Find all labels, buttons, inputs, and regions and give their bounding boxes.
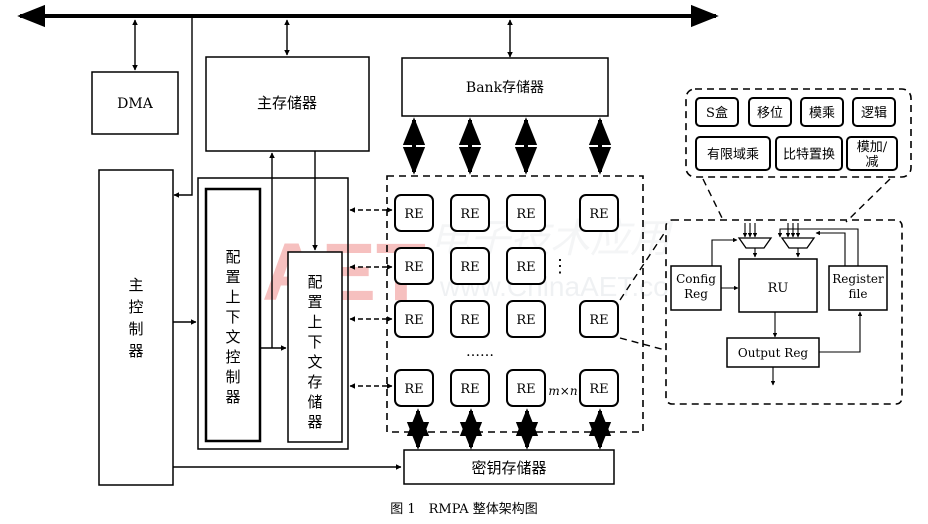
re-cell: RE	[394, 369, 434, 407]
main-controller-block	[98, 169, 174, 486]
re-cell-label: RE	[589, 313, 608, 328]
re-cell-label: RE	[460, 207, 479, 222]
config-memory-block	[287, 251, 343, 443]
function-unit: 模加/减	[846, 136, 898, 171]
re-detail-frame	[665, 219, 903, 405]
function-unit: 移位	[748, 97, 792, 127]
re-cell: RE	[579, 369, 619, 407]
mux-left	[737, 237, 773, 249]
re-cell: RE	[579, 300, 619, 338]
re-cell: RE	[506, 194, 546, 232]
re-cell-label: RE	[516, 313, 535, 328]
bank-memory-label: Bank存储器	[466, 80, 544, 96]
config-memory-label: 配置上下文存储器	[307, 273, 322, 431]
re-array-frame	[386, 175, 644, 433]
function-units-frame	[685, 88, 912, 178]
re-cell-label: RE	[404, 207, 423, 222]
re-cell: RE	[394, 300, 434, 338]
re-cell: RE	[394, 247, 434, 285]
re-cell-label: RE	[460, 382, 479, 397]
output-reg-label: Output Reg	[738, 346, 809, 360]
re-cell-label: RE	[516, 382, 535, 397]
re-cell-label: RE	[589, 207, 608, 222]
config-controller-label: 配置上下文控制器	[225, 248, 240, 406]
function-unit: S盒	[695, 97, 739, 127]
re-cell: RE	[506, 300, 546, 338]
array-size-label: m×n	[548, 384, 577, 398]
bank-memory-block	[401, 57, 609, 117]
ru-block	[738, 258, 818, 313]
main-memory-block	[205, 56, 370, 152]
re-cell: RE	[506, 247, 546, 285]
key-memory-label: 密钥存储器	[471, 459, 546, 477]
re-cell-label: RE	[460, 313, 479, 328]
function-unit-label: 模乘	[809, 106, 835, 121]
bank-array-links	[402, 117, 612, 175]
re-cell-label: RE	[589, 382, 608, 397]
function-unit: 比特置换	[775, 136, 843, 171]
figure-caption: 图 1 RMPA 整体架构图	[390, 502, 538, 517]
re-cell-label: RE	[404, 382, 423, 397]
function-unit-label: 比特置换	[783, 148, 835, 163]
function-unit-label: S盒	[706, 105, 728, 121]
key-array-links	[406, 408, 612, 450]
function-unit: 有限域乘	[695, 136, 771, 171]
function-unit-label: 移位	[757, 106, 783, 121]
function-unit-label: 逻辑	[861, 106, 887, 121]
re-cell: RE	[450, 247, 490, 285]
main-memory-label: 主存储器	[257, 94, 317, 112]
re-cell-label: RE	[516, 260, 535, 275]
dma-label: DMA	[117, 96, 154, 112]
config-frame	[197, 177, 349, 450]
re-grid: RE RE RE RE RE RE RE RE RE RE RE RE RE RE RE	[394, 194, 619, 407]
re-cell: RE	[450, 300, 490, 338]
re-cell: RE	[450, 369, 490, 407]
ru-label: RU	[768, 281, 789, 296]
register-file-block	[828, 265, 888, 311]
re-cell: RE	[579, 194, 619, 232]
array-dots-vertical: ⋮	[551, 256, 569, 277]
re-cell-label: RE	[516, 207, 535, 222]
dma-block	[91, 71, 179, 135]
function-unit: 逻辑	[852, 97, 896, 127]
function-unit-label: 有限域乘	[707, 148, 759, 163]
re-cell: RE	[506, 369, 546, 407]
mux-right	[780, 237, 816, 249]
config-to-array-links	[349, 207, 393, 389]
re-cell-label: RE	[404, 313, 423, 328]
re-cell-label: RE	[460, 260, 479, 275]
re-cell: RE	[394, 194, 434, 232]
function-unit-label: 模加/减	[857, 140, 888, 170]
function-unit: 模乘	[800, 97, 844, 127]
config-controller-block	[204, 187, 262, 443]
main-controller-label: 主控制器	[128, 276, 143, 360]
array-dots-horizontal: ……	[466, 344, 494, 360]
key-memory-block	[403, 449, 615, 485]
re-cell-label: RE	[404, 260, 423, 275]
re-cell: RE	[450, 194, 490, 232]
